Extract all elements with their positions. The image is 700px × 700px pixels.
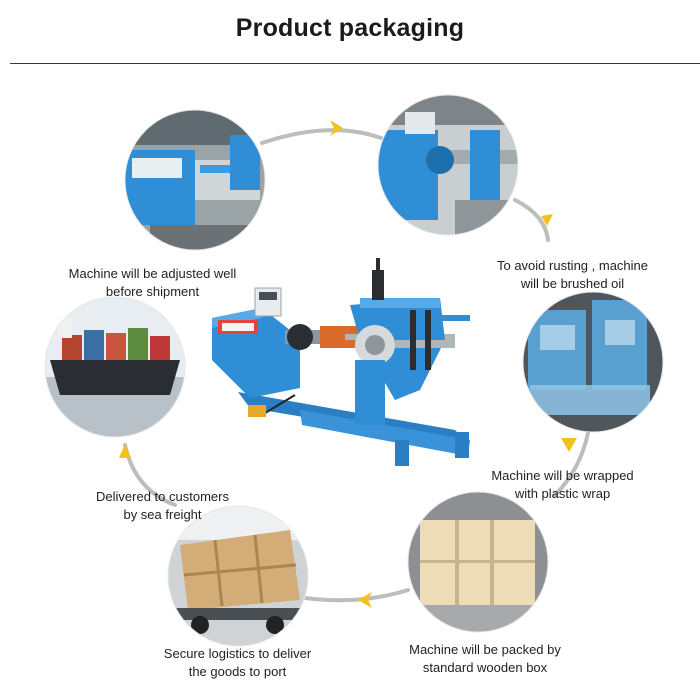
step-caption-2: To avoid rusting , machine will be brush… <box>470 257 675 293</box>
central-machine-illustration <box>212 258 470 466</box>
caption-line: by sea freight <box>123 507 202 522</box>
arrowhead-right-icon <box>330 120 343 136</box>
arrow-1-2 <box>260 128 383 145</box>
caption-line: To avoid rusting , machine <box>496 258 649 273</box>
arrow-2-3 <box>513 198 550 242</box>
caption-line: standard wooden box <box>422 660 548 675</box>
arrowhead-down-icon <box>541 214 553 226</box>
arrowhead-up-icon <box>119 444 131 458</box>
arrow-heads <box>119 120 577 608</box>
caption-line: Machine will be packed by <box>409 642 561 657</box>
photo-plastic-wrap <box>523 292 663 432</box>
arrow-4-5 <box>303 588 410 603</box>
cycle-arrows <box>123 128 590 603</box>
arrowhead-down-icon <box>561 438 577 452</box>
caption-line: Secure logistics to deliver <box>163 646 312 661</box>
arrowhead-left-icon <box>358 592 372 608</box>
title-divider <box>10 63 700 64</box>
photo-wooden-box <box>408 492 548 632</box>
photo-cargo-ship <box>45 297 185 437</box>
step-caption-3: Machine will be wrapped with plastic wra… <box>460 467 665 503</box>
caption-line: before shipment <box>105 284 200 299</box>
caption-line: the goods to port <box>188 664 287 679</box>
step-caption-4: Machine will be packed by standard woode… <box>385 641 585 677</box>
caption-line: Machine will be wrapped <box>491 468 634 483</box>
caption-line: Machine will be adjusted well <box>68 266 237 281</box>
page-title: Product packaging <box>235 14 465 42</box>
step-caption-5: Secure logistics to deliver the goods to… <box>140 645 335 681</box>
photo-logistics-truck <box>168 506 308 646</box>
step-caption-1: Machine will be adjusted well before shi… <box>45 265 260 301</box>
caption-line: Delivered to customers <box>96 489 229 504</box>
step-caption-6: Delivered to customers by sea freight <box>60 488 265 524</box>
photo-machine-adjusted <box>125 110 265 250</box>
arrow-3-4 <box>553 431 590 497</box>
caption-line: will be brushed oil <box>520 276 625 291</box>
caption-line: with plastic wrap <box>514 486 611 501</box>
